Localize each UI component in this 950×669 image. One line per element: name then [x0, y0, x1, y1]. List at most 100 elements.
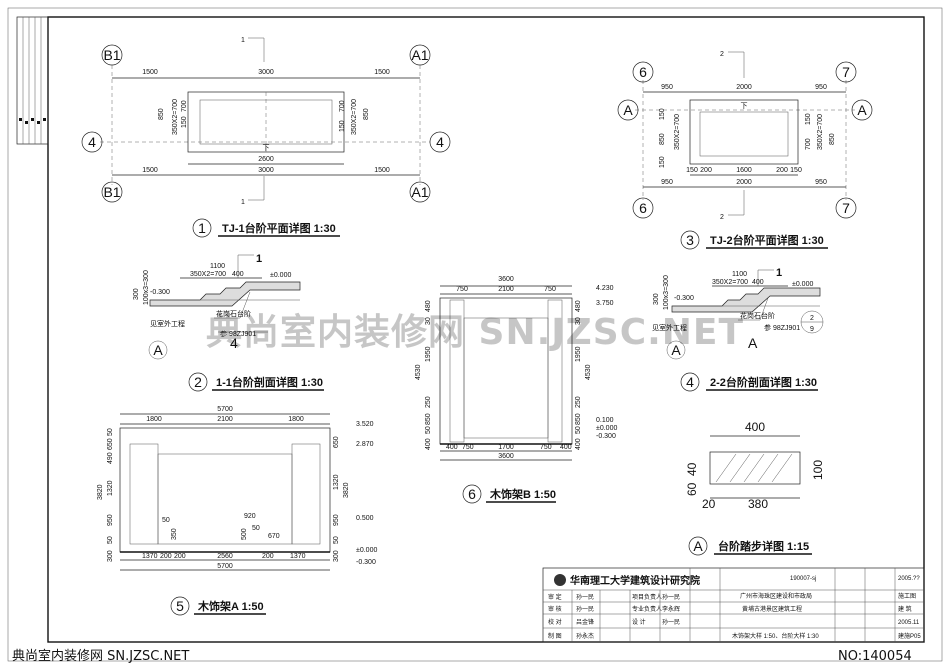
institute-logo	[554, 574, 566, 586]
drawing-title: 木饰架B 1:50	[489, 487, 556, 501]
role: 项目负责人	[632, 593, 662, 601]
ref-grid: A	[748, 335, 758, 351]
client-name: 广州市海珠区建设和市政局	[740, 592, 812, 600]
dim-text: 300	[107, 550, 114, 562]
dim-text: 850	[659, 133, 666, 145]
dim-text: 200	[700, 167, 712, 174]
dim-text: 750	[540, 444, 552, 451]
elev-text: -0.300	[356, 559, 376, 566]
title-block: 华南理工大学建筑设计研究院 190007-sj 广州市海珠区建设和市政局 黄埔古…	[542, 567, 925, 643]
elev-text: -0.300	[150, 289, 170, 296]
signer-name: 孙一民	[576, 605, 594, 613]
dim-text: 250	[425, 396, 432, 408]
dim-text: 750	[462, 444, 474, 451]
grid-bubble	[851, 99, 873, 121]
cut-mark: 1	[776, 267, 782, 279]
grid-bubble	[429, 131, 451, 153]
dim-text: 100x3=300	[663, 275, 670, 310]
grid-label: A	[857, 102, 867, 118]
margin-strip	[16, 16, 49, 145]
grid-label: 7	[842, 200, 850, 216]
grid-bubble	[81, 131, 103, 153]
elev-text: -0.300	[596, 433, 616, 440]
dim-text: 1950	[575, 346, 582, 362]
dim-text: 150	[659, 108, 666, 120]
drawing-number-text: 4	[686, 374, 694, 390]
dim-text: 50	[107, 536, 114, 544]
dim-text: 20	[702, 497, 716, 511]
dim-text: 3000	[258, 69, 274, 76]
institute-name: 华南理工大学建筑设计研究院	[570, 574, 700, 587]
project-no: 190007-sj	[790, 576, 816, 582]
dim-text: 850	[575, 413, 582, 425]
dim-text: 1500	[142, 167, 158, 174]
dim-text: 1500	[374, 167, 390, 174]
dim-text: 50	[252, 525, 260, 532]
dim-text: 2100	[217, 416, 233, 423]
elev-text: ±0.000	[596, 425, 617, 432]
grid-label: A	[623, 102, 633, 118]
role: 设 计	[632, 618, 646, 626]
elev-text: 0.100	[596, 417, 614, 424]
drawing-number-text: 5	[176, 598, 184, 614]
dim-text: 850	[425, 413, 432, 425]
dim-text: 650	[107, 438, 114, 450]
dim-text: 950	[333, 514, 340, 526]
dim-text: 850	[829, 133, 836, 145]
signer-name: 孙一民	[662, 618, 680, 626]
dim-text: 400	[745, 420, 765, 434]
dim-text: 650	[333, 436, 340, 448]
dim-text: 1800	[288, 416, 304, 423]
outer-frame	[7, 7, 943, 662]
drawing-name: 木饰架大样 1:50、台阶大样 1:30	[732, 632, 819, 640]
grid-bubble	[148, 340, 168, 360]
elevation-b: 3600 750 2100 750 480 30 1950 4530 250 8…	[415, 276, 617, 504]
elev-text: ±0.000	[792, 281, 813, 288]
dim-text: 50	[425, 426, 432, 434]
dim-text: 750	[544, 286, 556, 293]
dim-text: 2100	[498, 286, 514, 293]
elev-text: 2.870	[356, 441, 374, 448]
signer-name: 孙一民	[576, 593, 594, 601]
drawing-number-text: 1	[198, 220, 206, 236]
dim-text: 700	[339, 100, 346, 112]
grid-label: A1	[411, 47, 428, 63]
note-text: 参 98ZJ901	[764, 323, 800, 332]
dim-text: 1500	[142, 69, 158, 76]
section-2-2: 1100 350X2=700 400 1 ±0.000 -0.300 300 1…	[652, 267, 824, 392]
section-mark: 2	[720, 214, 724, 221]
dim-text: 920	[244, 513, 256, 520]
sheet-no: 建施P05	[898, 632, 921, 640]
ref-number: 4	[230, 335, 238, 351]
drawing-number	[680, 372, 700, 392]
dim-text: 700	[805, 138, 812, 150]
dim-text: 750	[456, 286, 468, 293]
dim-text: 2560	[217, 553, 233, 560]
dim-text: 100	[811, 460, 825, 480]
signer-name: 吕金锋	[576, 618, 594, 626]
dim-text: 1370	[142, 553, 158, 560]
drawing-number-text: 2	[194, 374, 202, 390]
footer-number: NO:140054	[838, 649, 912, 664]
role: 制 图	[548, 632, 562, 640]
grid-label: A	[671, 342, 681, 358]
role: 审 定	[548, 593, 562, 601]
elev-text: 3.520	[356, 421, 374, 428]
drawing-title: 1-1台阶剖面详图 1:30	[216, 375, 323, 389]
dim-text: 40	[685, 462, 699, 476]
dim-text: 1700	[498, 444, 514, 451]
dim-text: 2000	[736, 179, 752, 186]
dim-text: 400	[425, 438, 432, 450]
grid-label: 6	[639, 200, 647, 216]
dim-text: 850	[363, 108, 370, 120]
dim-text: 150	[686, 167, 698, 174]
dim-text: 5700	[217, 406, 233, 413]
dim-text: 500	[241, 528, 248, 540]
drawing-number	[192, 218, 212, 238]
dim-text: 4530	[415, 364, 422, 380]
down-label: 下	[263, 144, 270, 152]
elevation-a: 5700 1800 2100 1800 920 50 670 50 350 50…	[97, 406, 377, 616]
elev-text: 3.750	[596, 300, 614, 307]
stage: 施工图	[898, 592, 916, 600]
